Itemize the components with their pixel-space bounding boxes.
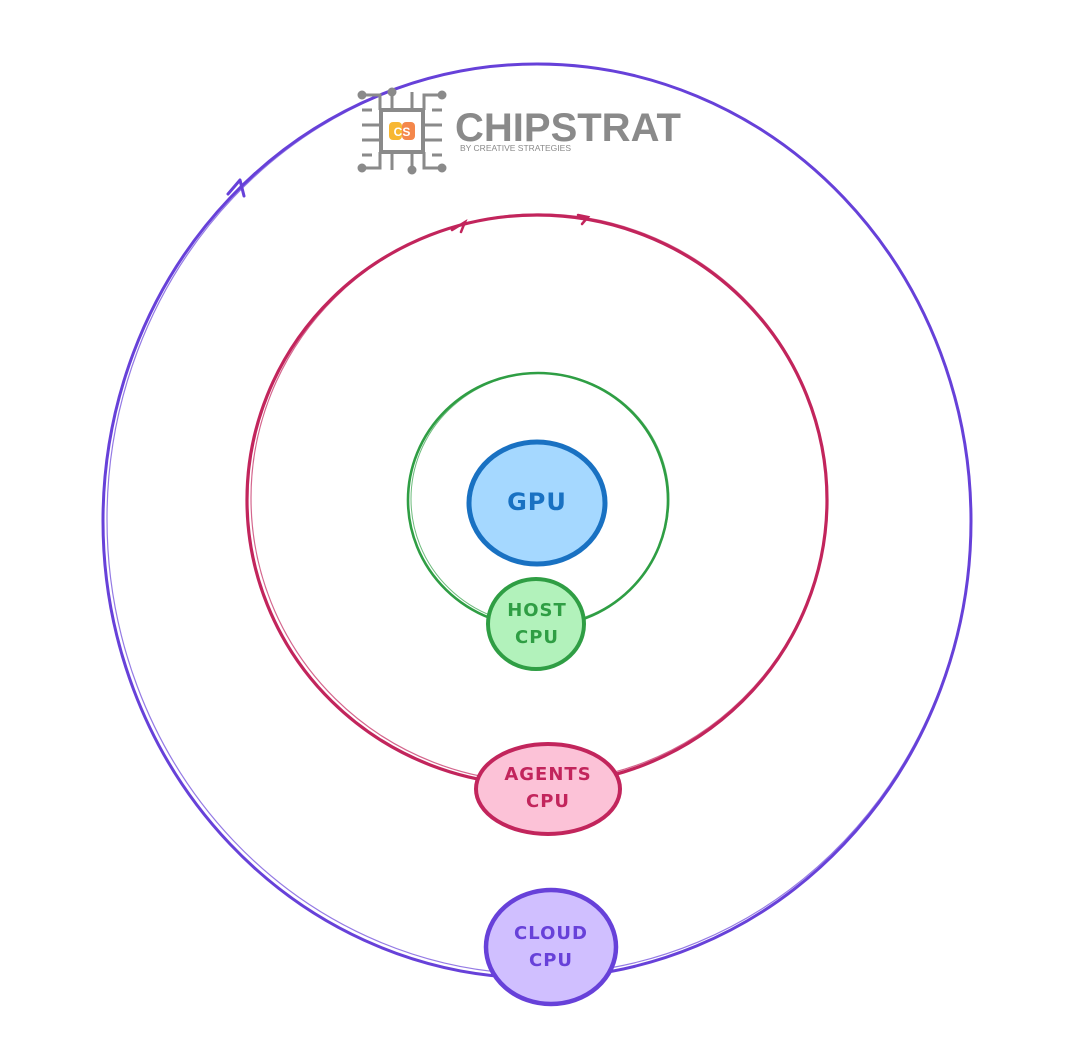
gpu-node: GPU: [466, 439, 608, 567]
agents-cpu-label-line1: AGENTS: [504, 764, 591, 785]
logo-tagline: BY CREATIVE STRATEGIES: [460, 143, 571, 153]
cloud-cpu-node: CLOUD CPU: [483, 887, 619, 1007]
logo-name: CHIPSTRAT: [455, 106, 681, 150]
host-cpu-node: HOST CPU: [486, 577, 586, 671]
circuit-chip-icon: [357, 87, 447, 175]
agents-cpu-label-line2: CPU: [526, 791, 570, 812]
agents-ring-arrow-icon-2: [576, 213, 591, 226]
logo-mark-initials: CS: [394, 125, 411, 139]
host-cpu-label-line1: HOST: [507, 600, 567, 621]
gpu-label: GPU: [507, 488, 567, 516]
host-cpu-label-line2: CPU: [515, 627, 559, 648]
cloud-ring-arrow-icon: [226, 178, 246, 198]
chipstrat-logo: CS CHIPSTRAT BY CREATIVE STRATEGIES: [357, 87, 681, 175]
agents-ring-arrow-icon: [450, 218, 468, 234]
cloud-cpu-label-line2: CPU: [529, 950, 573, 971]
cloud-cpu-label-line1: CLOUD: [514, 923, 588, 944]
agents-cpu-node: AGENTS CPU: [474, 742, 622, 836]
